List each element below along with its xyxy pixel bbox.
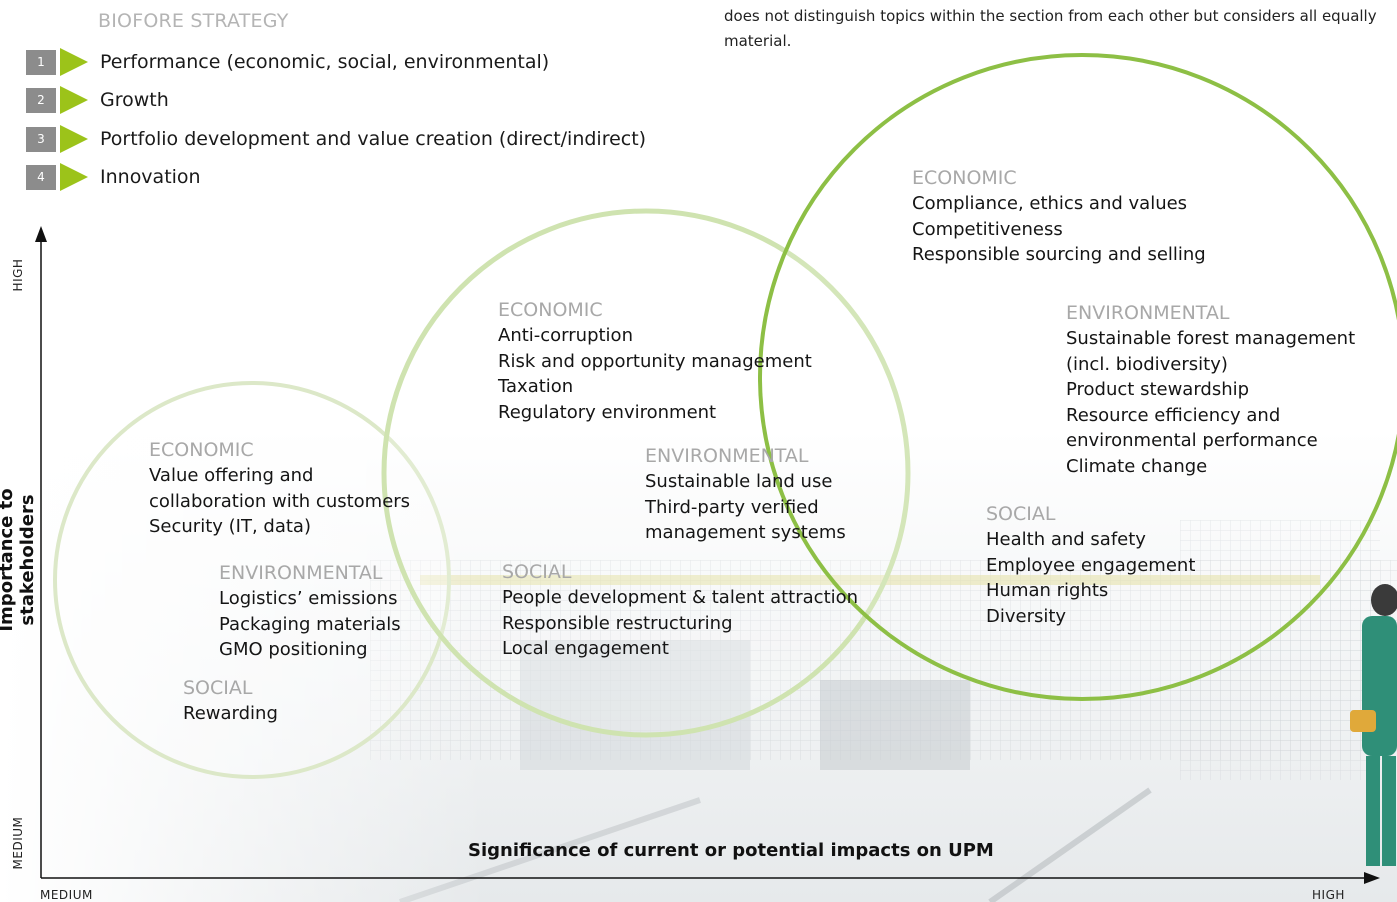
topic: Health and safety bbox=[986, 529, 1146, 550]
topic: Logistics’ emissions bbox=[219, 588, 398, 609]
circle-mid bbox=[381, 208, 911, 738]
topic: Resource efficiency and bbox=[1066, 404, 1281, 426]
topic: Regulatory environment bbox=[498, 401, 717, 423]
x-axis-arrow bbox=[1364, 872, 1380, 884]
green-arrow-icon bbox=[60, 86, 88, 114]
mid-economic-group: ECONOMIC Anti-corruption Risk and opport… bbox=[498, 298, 812, 425]
topic: Taxation bbox=[498, 376, 574, 397]
strategy-title: BIOFORE STRATEGY bbox=[98, 10, 289, 32]
topic: Sustainable forest management bbox=[1066, 328, 1356, 349]
topic: People development & talent attraction bbox=[502, 587, 859, 608]
strategy-number: 1 bbox=[26, 49, 56, 75]
strategy-item: 1 Performance (economic, social, environ… bbox=[26, 48, 549, 76]
topic: Sustainable land use bbox=[645, 471, 833, 492]
topic: Climate change bbox=[1066, 455, 1208, 477]
strategy-label: Growth bbox=[100, 89, 169, 111]
high-environmental-group: ENVIRONMENTAL Sustainable forest managem… bbox=[1066, 301, 1355, 479]
strategy-item: 3 Portfolio development and value creati… bbox=[26, 125, 646, 153]
topic: Diversity bbox=[986, 605, 1067, 627]
category-heading: ECONOMIC bbox=[912, 167, 1017, 189]
category-heading: ENVIRONMENTAL bbox=[645, 445, 809, 467]
high-economic-group: ECONOMIC Compliance, ethics and values C… bbox=[912, 166, 1206, 268]
topic: Responsible sourcing and selling bbox=[912, 244, 1206, 265]
topic: Third-party verified bbox=[645, 496, 819, 518]
topic: Compliance, ethics and values bbox=[912, 193, 1188, 214]
high-social-group: SOCIAL Health and safety Employee engage… bbox=[986, 502, 1195, 629]
low-economic-group: ECONOMIC Value offering and collaboratio… bbox=[149, 438, 410, 540]
strategy-number: 3 bbox=[26, 126, 56, 152]
x-tick-medium: MEDIUM bbox=[40, 888, 93, 902]
topic: (incl. biodiversity) bbox=[1066, 353, 1228, 375]
y-axis-arrow bbox=[35, 226, 47, 242]
circle-high bbox=[758, 53, 1397, 701]
low-social-group: SOCIAL Rewarding bbox=[183, 676, 278, 727]
y-tick-high: HIGH bbox=[11, 258, 25, 292]
topic: Responsible restructuring bbox=[502, 612, 733, 634]
y-axis-label: Importance to stakeholders bbox=[0, 488, 38, 632]
category-heading: ENVIRONMENTAL bbox=[1066, 302, 1230, 324]
topic: Risk and opportunity management bbox=[498, 350, 812, 372]
intro-paragraph: does not distinguish topics within the s… bbox=[724, 7, 1377, 50]
topic: Competitiveness bbox=[912, 218, 1063, 240]
category-heading: SOCIAL bbox=[502, 561, 572, 583]
strategy-label: Portfolio development and value creation… bbox=[100, 128, 647, 150]
topic: Value offering and bbox=[149, 465, 314, 486]
green-arrow-icon bbox=[60, 163, 88, 191]
y-tick-medium: MEDIUM bbox=[11, 816, 25, 870]
x-tick-high: HIGH bbox=[1312, 888, 1345, 902]
x-axis-label: Significance of current or potential imp… bbox=[468, 840, 994, 861]
background-photo bbox=[0, 430, 1397, 902]
mid-social-group: SOCIAL People development & talent attra… bbox=[502, 560, 858, 662]
topic: Human rights bbox=[986, 580, 1109, 601]
mid-environmental-group: ENVIRONMENTAL Sustainable land use Third… bbox=[645, 444, 846, 546]
topic: Security (IT, data) bbox=[149, 516, 311, 537]
topic: collaboration with customers bbox=[149, 490, 411, 512]
green-arrow-icon bbox=[60, 125, 88, 153]
strategy-label: Innovation bbox=[100, 166, 201, 188]
worker-figure bbox=[1350, 584, 1397, 866]
topic: GMO positioning bbox=[219, 639, 368, 660]
topic: Employee engagement bbox=[986, 554, 1196, 576]
category-heading: ENVIRONMENTAL bbox=[219, 562, 383, 584]
topic: Product stewardship bbox=[1066, 379, 1250, 400]
category-heading: ECONOMIC bbox=[149, 439, 254, 461]
category-heading: ECONOMIC bbox=[498, 299, 603, 321]
topic: Packaging materials bbox=[219, 613, 401, 635]
strategy-number: 4 bbox=[26, 164, 56, 190]
strategy-item: 4 Innovation bbox=[26, 163, 201, 191]
topic: Rewarding bbox=[183, 703, 278, 724]
topic: Local engagement bbox=[502, 638, 669, 659]
strategy-number: 2 bbox=[26, 87, 56, 113]
green-arrow-icon bbox=[60, 48, 88, 76]
topic: Anti-corruption bbox=[498, 325, 633, 346]
topic: management systems bbox=[645, 522, 846, 543]
circle-low bbox=[53, 381, 451, 779]
strategy-label: Performance (economic, social, environme… bbox=[100, 51, 550, 73]
low-environmental-group: ENVIRONMENTAL Logistics’ emissions Packa… bbox=[219, 561, 401, 663]
strategy-item: 2 Growth bbox=[26, 86, 169, 114]
topic: environmental performance bbox=[1066, 430, 1318, 451]
category-heading: SOCIAL bbox=[183, 677, 253, 699]
category-heading: SOCIAL bbox=[986, 503, 1056, 525]
